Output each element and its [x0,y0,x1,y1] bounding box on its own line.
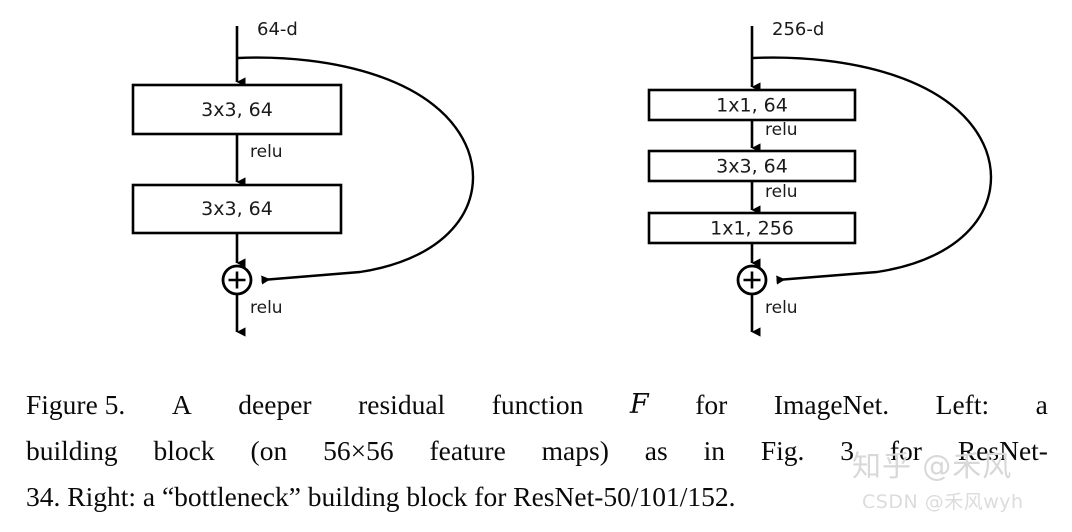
left-conv-box-1 [131,83,343,136]
caption-w-in: in [703,435,725,466]
caption-w-residual: residual [358,389,446,420]
caption-w-as: as [644,435,668,466]
figure-caption: Figure 5. A deeper residual function F f… [26,382,1048,520]
left-conv-box-1-label: 3x3, 64 [201,99,273,121]
left-basic-block-diagram: 64-d 3x3, 64 relu 3x3, 64 relu [131,19,475,337]
right-output-relu-label: relu [765,298,798,318]
right-conv-box-2-label: 3x3, 64 [716,156,788,178]
left-conv-box-2 [131,183,343,235]
caption-w-fig: Fig. [760,435,805,466]
caption-w-for2: for [889,435,922,466]
right-conv-box-1-label: 1x1, 64 [716,95,788,117]
right-identity-shortcut-curve [752,56,993,285]
caption-w-function: function [491,389,584,420]
caption-w-deeper: deeper [238,389,312,420]
caption-w-imagenet: ImageNet. [773,389,890,420]
right-conv-box-3 [647,211,857,245]
right-input-dim-label: 256-d [772,19,824,40]
right-bottleneck-block-diagram: 256-d 1x1, 64 relu 3x3, 64 relu 1x1, 256 [647,19,993,337]
right-relu-label-2: relu [765,182,798,202]
left-relu-label-1: relu [250,142,283,162]
caption-w-a: A [171,389,192,420]
caption-math-script-f: F [629,389,649,420]
residual-block-figure-svg: 64-d 3x3, 64 relu 3x3, 64 relu [131,19,993,337]
caption-w-a2: a [1035,389,1048,420]
caption-w-feature: feature [429,435,506,466]
caption-w-on: (on [250,435,288,466]
figure-diagram-area: 64-d 3x3, 64 relu 3x3, 64 relu [131,19,993,337]
caption-w-3: 3 [840,435,855,466]
caption-w-for: for [695,389,728,420]
caption-feature-map-size: 56×56 [323,435,394,466]
caption-w-building: building [26,435,118,466]
left-identity-shortcut-curve [237,56,475,285]
caption-w-block: block [153,435,215,466]
left-input-dim-label: 64-d [257,19,298,40]
left-sum-node-plus-icon [228,271,246,289]
caption-w-left: Left: [935,389,990,420]
right-conv-box-3-label: 1x1, 256 [710,218,794,240]
caption-line-1: Figure 5. A deeper residual function F f… [26,382,1048,428]
left-output-relu-label: relu [250,298,283,318]
caption-w-maps: maps) [541,435,609,466]
right-relu-label-1: relu [765,120,798,140]
caption-figure-label: Figure 5. [26,389,126,420]
caption-w-resnet: ResNet- [957,435,1048,466]
caption-line-2: building block (on 56×56 feature maps) a… [26,428,1048,474]
caption-line-3: 34. Right: a “bottleneck” building block… [26,481,736,512]
left-conv-box-2-label: 3x3, 64 [201,198,273,220]
right-sum-node-plus-icon [743,271,761,289]
